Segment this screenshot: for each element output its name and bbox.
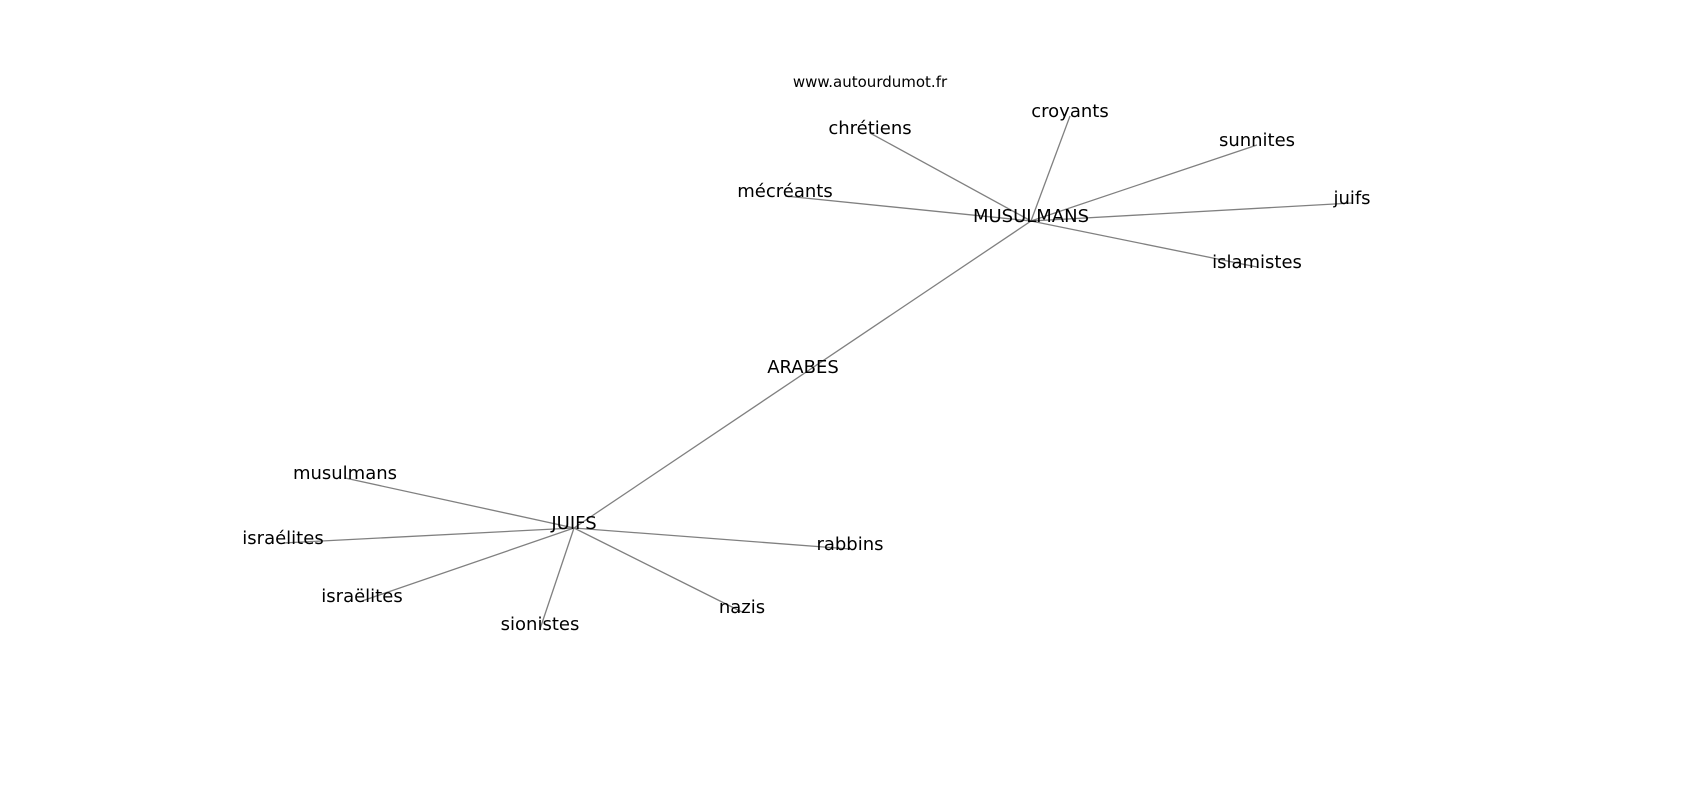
node-label-nazis: nazis <box>719 597 765 618</box>
node-label-croyants: croyants <box>1031 101 1108 122</box>
edge-MUSULMANS-chretiens <box>869 132 1032 222</box>
edge-MUSULMANS-JUIFS <box>573 220 1032 529</box>
node-label-islamistes: islamistes <box>1212 252 1302 273</box>
edge-JUIFS-rabbins <box>573 527 851 550</box>
node-label-israelites: israélites <box>242 528 323 549</box>
edge-JUIFS-nazis <box>573 527 743 613</box>
node-label-israelites2: israëlites <box>321 586 402 607</box>
node-label-MUSULMANS: MUSULMANS <box>973 206 1089 227</box>
edge-MUSULMANS-mecreants <box>784 195 1032 222</box>
node-label-chretiens: chrétiens <box>828 118 911 139</box>
node-label-ARABES: ARABES <box>767 357 839 378</box>
edge-JUIFS-sionistes <box>539 527 575 630</box>
node-label-mecreants: mécréants <box>737 181 832 202</box>
node-label-rabbins: rabbins <box>816 534 883 555</box>
edge-JUIFS-israelites <box>282 527 575 544</box>
edge-JUIFS-musulmans <box>344 477 575 529</box>
labels-layer: MUSULMANS chrétiens croyants sunnites juifs i… <box>242 101 1370 635</box>
node-label-musulmans: musulmans <box>293 463 397 484</box>
edge-MUSULMANS-islamistes <box>1030 220 1258 268</box>
edges-layer <box>282 115 1353 630</box>
edge-JUIFS-israelites2 <box>361 527 575 602</box>
edge-MUSULMANS-juifs <box>1030 202 1353 222</box>
watermark: www.autourdumot.fr <box>793 73 948 91</box>
edge-MUSULMANS-sunnites <box>1030 144 1258 222</box>
node-label-sunnites: sunnites <box>1219 130 1295 151</box>
node-label-sionistes: sionistes <box>501 614 580 635</box>
node-label-juifs: juifs <box>1332 188 1370 209</box>
edge-MUSULMANS-croyants <box>1030 115 1071 222</box>
node-label-JUIFS: JUIFS <box>550 513 596 534</box>
